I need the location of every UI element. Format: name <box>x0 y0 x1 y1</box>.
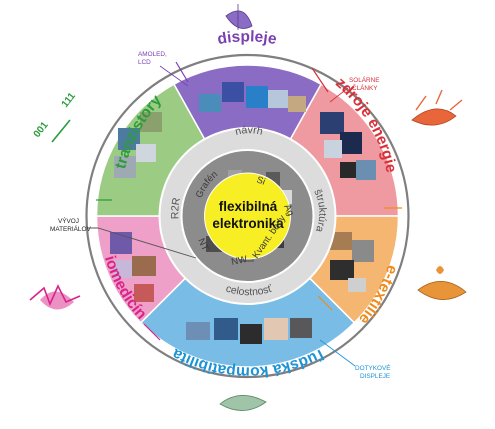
label-001: 001 <box>32 120 51 140</box>
photo-tranz-4 <box>136 144 156 162</box>
photo-textile-2 <box>352 240 374 262</box>
label-ag: Ag <box>281 203 296 218</box>
label-celostnost: celostnosť <box>224 282 274 298</box>
photo-tranz-3 <box>114 156 136 178</box>
note-lcd: LCD <box>138 59 151 66</box>
photo-solar-2 <box>340 132 362 154</box>
photo-bio-3 <box>114 260 132 278</box>
note-vyvoj: VÝVOJ <box>58 216 79 225</box>
center-circle[interactable] <box>204 172 291 260</box>
photo-bio-2 <box>132 256 156 276</box>
note-dotykove: DOTYKOVÉ <box>355 363 391 372</box>
photo-textile-4 <box>348 278 366 292</box>
photo-bio-4 <box>134 284 154 302</box>
photo-human-5 <box>186 322 210 340</box>
ring-arrows <box>96 61 402 341</box>
photo-thumbnails <box>110 82 376 344</box>
note-solarne: SOLÁRNE <box>349 75 380 84</box>
photo-display-4 <box>199 94 221 112</box>
label-111: 111 <box>60 90 79 109</box>
photo-solar-3 <box>324 140 342 158</box>
photo-solar-1 <box>320 112 344 134</box>
energy-rays-icon <box>415 89 463 111</box>
photo-display-1 <box>222 82 244 102</box>
arrow-icon-zdroje <box>311 67 329 93</box>
leaf-icon-left <box>40 291 74 310</box>
photo-display-3 <box>268 90 288 108</box>
photo-human-3 <box>264 318 288 340</box>
note-solarne-pointer <box>329 87 349 103</box>
photo-textile-3 <box>330 260 354 280</box>
label-nw: NW <box>230 254 248 268</box>
center-title-line1: flexibilná <box>219 199 278 214</box>
leaf-icon-right <box>411 108 457 126</box>
note-dotykove-pointer <box>319 339 356 367</box>
leaf-icon-top <box>225 10 253 29</box>
label-displeje: displeje <box>216 28 278 48</box>
label-nt: NT <box>195 237 210 253</box>
photo-tranz-2 <box>140 112 162 132</box>
label-struktura: štruktúra <box>311 187 328 233</box>
photo-human-4 <box>290 318 312 338</box>
label-si: Si <box>255 174 267 187</box>
note-amoled: AMOLED, <box>138 51 167 58</box>
photo-display-5 <box>288 96 306 112</box>
note-clanky: ČLÁNKY <box>352 83 378 92</box>
note-vyvoj-pointer <box>88 227 197 259</box>
photo-human-2 <box>240 324 262 344</box>
arrow-icon-textilie-2 <box>317 295 333 311</box>
crystal-arrow-icon <box>51 119 71 143</box>
photo-display-2 <box>246 86 268 108</box>
center-title-line2: elektronika <box>212 216 284 231</box>
note-materialov: MATERIÁLOV <box>50 224 91 233</box>
arrow-icon-displeje <box>175 61 189 83</box>
leaf-icon-bottom <box>219 395 267 411</box>
note-displeje: DISPLEJE <box>360 373 390 380</box>
label-navrh: návrh <box>234 124 264 138</box>
photo-bio-1 <box>110 232 132 254</box>
note-amoled-pointer <box>159 65 189 87</box>
photo-solar-4 <box>356 160 376 180</box>
drop-icon <box>436 266 444 274</box>
arrow-icon-biomedicina <box>143 323 161 341</box>
photo-human-1 <box>214 318 238 340</box>
label-r2r: R2R <box>169 196 183 219</box>
leaf-icon-bottom-right <box>417 281 467 300</box>
photo-tranz-1 <box>118 128 140 150</box>
photo-solar-5 <box>340 162 356 178</box>
